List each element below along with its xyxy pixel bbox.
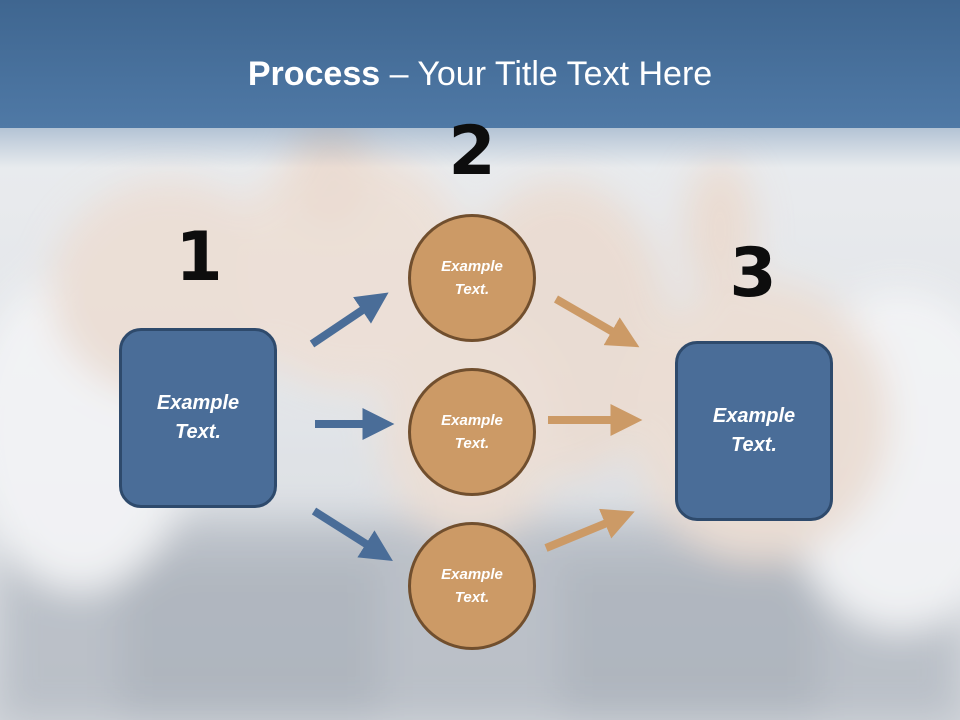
left-step-box-text: Example Text. xyxy=(156,392,240,443)
title-bar xyxy=(0,0,960,128)
arrow-bottom-to-right xyxy=(544,508,635,552)
right-step-box-text: Example Text. xyxy=(712,405,796,456)
step-number-3: 3 xyxy=(729,234,777,313)
process-circle-3: Example Text. xyxy=(408,522,536,650)
slide-title-rest: – Your Title Text Here xyxy=(380,55,713,93)
title-bar-fade xyxy=(0,128,960,168)
process-circle-2-text: Example Text. xyxy=(441,412,503,452)
right-step-box: Example Text. xyxy=(675,341,833,521)
process-circle-3-text: Example Text. xyxy=(441,566,503,606)
step-number-2: 2 xyxy=(448,112,496,191)
process-circle-1: Example Text. xyxy=(408,214,536,342)
arrow-top-to-right xyxy=(553,295,640,348)
process-circle-2: Example Text. xyxy=(408,368,536,496)
left-step-box: Example Text. xyxy=(119,328,277,508)
arrow-left-to-bottom xyxy=(311,507,393,561)
step-number-1: 1 xyxy=(175,218,223,297)
slide-title: Process – Your Title Text Here xyxy=(0,52,960,96)
process-circle-1-text: Example Text. xyxy=(441,258,503,298)
slide-title-bold: Process xyxy=(247,55,381,93)
arrow-left-to-top xyxy=(309,292,389,348)
